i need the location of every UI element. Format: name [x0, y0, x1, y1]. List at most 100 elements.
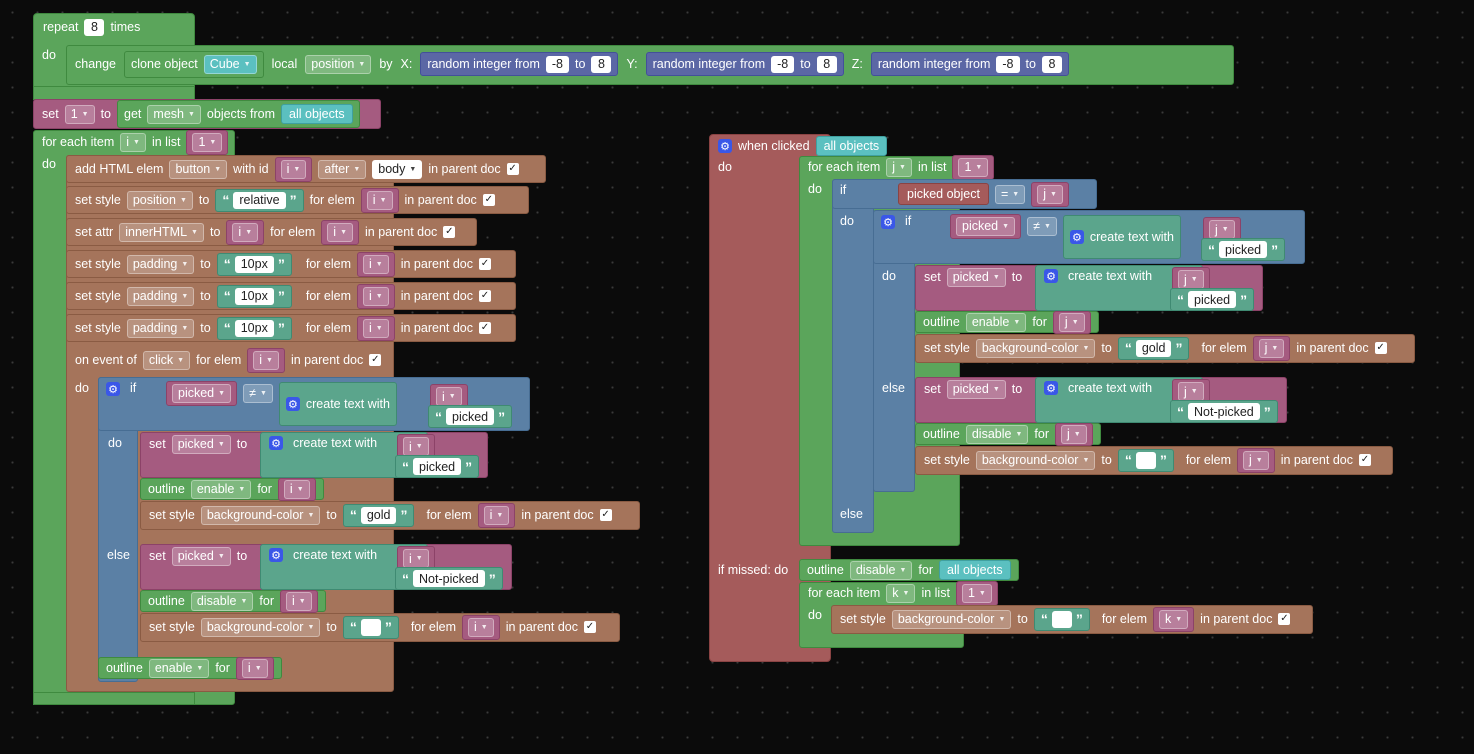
gear-icon[interactable]: ⚙: [269, 548, 283, 562]
empty-text-field[interactable]: [1135, 451, 1156, 469]
style-prop-dropdown[interactable]: background-color▼: [975, 450, 1096, 470]
in-parent-checkbox[interactable]: ✓: [1278, 613, 1291, 625]
style-prop-dropdown[interactable]: padding▼: [126, 318, 195, 338]
in-parent-checkbox[interactable]: ✓: [506, 163, 519, 175]
in-parent-checkbox[interactable]: ✓: [369, 354, 382, 366]
position-dropdown[interactable]: position▼: [305, 54, 372, 74]
list-var-block[interactable]: 1▼: [955, 580, 998, 606]
text-value-field[interactable]: gold: [360, 506, 397, 524]
item-var-dropdown[interactable]: j▼: [1178, 382, 1204, 401]
text-literal-block[interactable]: “”: [342, 615, 399, 639]
gear-icon[interactable]: ⚙: [1069, 230, 1084, 244]
item-var-block[interactable]: i▼: [280, 589, 318, 613]
gear-icon[interactable]: ⚙: [1044, 381, 1058, 395]
text-literal-block[interactable]: “”: [1033, 607, 1090, 631]
gear-icon[interactable]: ⚙: [1044, 269, 1058, 283]
elem-var-block[interactable]: j▼: [1252, 335, 1291, 361]
list-var-dropdown[interactable]: 1▼: [961, 583, 992, 603]
text-value-field[interactable]: picked: [1188, 291, 1237, 308]
outline-disable-all-row[interactable]: outline disable▼ for all objects: [799, 559, 1019, 581]
style-prop-dropdown[interactable]: padding▼: [126, 286, 195, 306]
compare-op-dropdown[interactable]: =▼: [994, 184, 1026, 204]
all-objects-block[interactable]: all objects: [281, 104, 353, 124]
clone-object-block[interactable]: clone object Cube▼: [124, 50, 264, 78]
picked-var-dropdown[interactable]: picked▼: [172, 383, 232, 403]
event-dropdown[interactable]: click▼: [142, 350, 191, 370]
elem-var-dropdown[interactable]: j▼: [1258, 338, 1285, 358]
item-var-dropdown[interactable]: i▼: [403, 549, 429, 568]
outline-mode-dropdown[interactable]: enable▼: [190, 479, 252, 499]
text-value-field[interactable]: relative: [233, 191, 286, 209]
item-var-block[interactable]: i▼: [277, 477, 316, 501]
item-var-dropdown[interactable]: j▼: [1178, 270, 1204, 289]
item-var-dropdown[interactable]: i▼: [241, 658, 268, 678]
all-objects-block[interactable]: all objects: [815, 136, 888, 156]
create-text-block[interactable]: ⚙ create text with: [1062, 215, 1181, 259]
in-parent-checkbox[interactable]: ✓: [482, 194, 495, 206]
outline-disable-row-r[interactable]: outline disable▼ for j▼: [915, 422, 1101, 446]
set-var-dropdown[interactable]: 1▼: [64, 104, 95, 124]
text-value-field[interactable]: picked: [413, 458, 462, 475]
on-event-row[interactable]: on event of click▼ for elem i▼ in parent…: [68, 347, 388, 373]
outline-enable-row-r[interactable]: outline enable▼ for j▼: [915, 310, 1099, 334]
text-literal-block[interactable]: “gold”: [342, 503, 415, 527]
gear-icon[interactable]: ⚙: [285, 397, 300, 411]
elem-var-dropdown[interactable]: i▼: [253, 350, 279, 370]
mesh-dropdown[interactable]: mesh▼: [147, 104, 201, 124]
random-y-to[interactable]: 8: [816, 55, 837, 73]
item-var-block[interactable]: j▼: [1055, 422, 1093, 446]
attr-prop-dropdown[interactable]: innerHTML▼: [119, 222, 204, 242]
elem-var-dropdown[interactable]: i▼: [327, 222, 354, 242]
create-text-item-picked[interactable]: “picked”: [428, 405, 513, 428]
random-y-from[interactable]: -8: [771, 55, 795, 73]
picked-dropdown[interactable]: picked▼: [946, 267, 1006, 287]
outline-mode-dropdown[interactable]: disable▼: [849, 560, 913, 580]
random-int-y[interactable]: random integer from -8 to 8: [645, 52, 844, 76]
in-parent-checkbox[interactable]: ✓: [599, 509, 612, 521]
elem-var-block[interactable]: i▼: [477, 502, 516, 528]
elem-var-block[interactable]: i▼: [357, 251, 395, 277]
in-parent-checkbox[interactable]: ✓: [443, 226, 456, 238]
elem-var-dropdown[interactable]: i▼: [363, 286, 389, 306]
style-prop-dropdown[interactable]: background-color▼: [200, 617, 321, 637]
elem-var-dropdown[interactable]: i▼: [366, 190, 393, 210]
elem-var-block[interactable]: i▼: [321, 219, 360, 245]
outline-mode-dropdown[interactable]: enable▼: [148, 658, 210, 678]
compare-op-dropdown[interactable]: ≠▼: [1027, 216, 1057, 236]
picked-var-dropdown[interactable]: picked▼: [956, 216, 1016, 236]
picked-dropdown[interactable]: picked▼: [946, 379, 1006, 399]
item-var-dropdown[interactable]: j▼: [1058, 312, 1085, 332]
text-literal-block[interactable]: “relative”: [215, 188, 304, 212]
outline-mode-dropdown[interactable]: enable▼: [965, 312, 1027, 332]
text-value-field[interactable]: 10px: [234, 255, 274, 273]
text-literal-block[interactable]: “10px”: [216, 284, 292, 308]
elem-var-dropdown[interactable]: i▼: [363, 254, 389, 274]
create-text-item-j[interactable]: j▼: [1203, 217, 1241, 242]
after-dropdown[interactable]: after▼: [318, 159, 367, 179]
in-parent-checkbox[interactable]: ✓: [479, 258, 491, 270]
elem-var-dropdown[interactable]: i▼: [483, 505, 510, 525]
text-value-field[interactable]: Not-picked: [1188, 403, 1260, 420]
in-parent-checkbox[interactable]: ✓: [479, 322, 491, 334]
compare-op-dropdown[interactable]: ≠▼: [243, 383, 273, 403]
in-parent-checkbox[interactable]: ✓: [583, 621, 596, 633]
random-int-x[interactable]: random integer from -8 to 8: [420, 52, 619, 76]
for-each-var-dropdown[interactable]: j▼: [886, 157, 912, 177]
create-text-item-notpicked[interactable]: “Not-picked”: [395, 567, 503, 590]
elem-var-block[interactable]: i▼: [247, 347, 285, 373]
item-var-dropdown[interactable]: j▼: [1061, 424, 1087, 444]
gear-icon[interactable]: ⚙: [881, 215, 895, 229]
gear-icon[interactable]: ⚙: [269, 436, 283, 450]
style-prop-dropdown[interactable]: position▼: [126, 190, 193, 210]
outer-if-block[interactable]: [832, 179, 874, 533]
gear-icon[interactable]: ⚙: [106, 382, 120, 396]
empty-text-field[interactable]: [360, 618, 381, 636]
list-var-block[interactable]: 1▼: [186, 129, 229, 155]
create-text-item-picked[interactable]: “picked”: [395, 455, 480, 478]
picked-object-block[interactable]: picked object: [898, 183, 989, 205]
list-var-dropdown[interactable]: 1▼: [958, 157, 989, 177]
for-each-var-dropdown[interactable]: k▼: [886, 583, 916, 603]
elem-var-dropdown[interactable]: j▼: [1242, 450, 1269, 470]
random-z-from[interactable]: -8: [996, 55, 1020, 73]
picked-dropdown[interactable]: picked▼: [171, 546, 231, 566]
